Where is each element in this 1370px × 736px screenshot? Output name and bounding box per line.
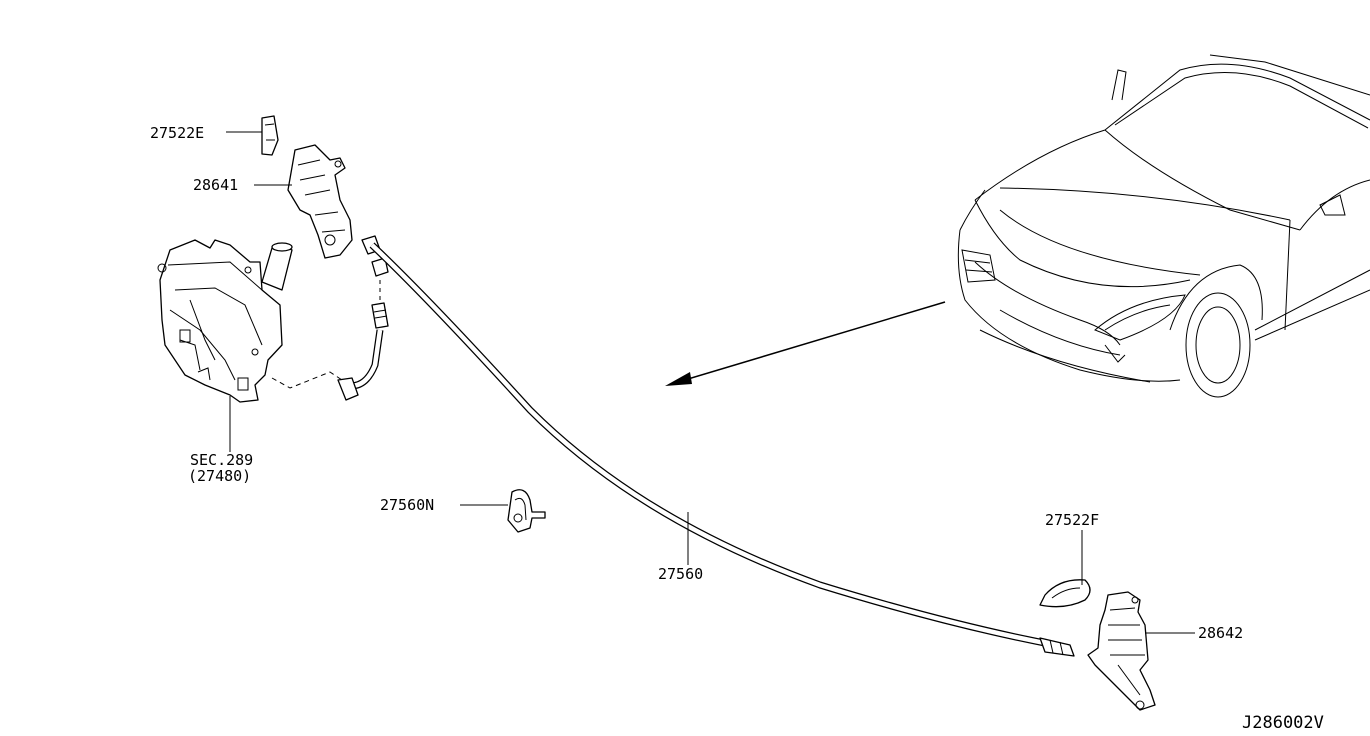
- clip-right-part: [1039, 579, 1091, 608]
- label-27560n: 27560N: [380, 496, 434, 514]
- washer-reservoir: [157, 239, 293, 403]
- nozzle-right-part: [1087, 591, 1156, 711]
- direction-arrow: [665, 301, 946, 386]
- clip-left-part: [261, 115, 279, 156]
- elbow-hose: [337, 302, 389, 401]
- label-27480: (27480): [188, 467, 251, 485]
- label-28641: 28641: [193, 176, 238, 194]
- diagram-code: J286002V: [1242, 713, 1324, 733]
- label-27522e: 27522E: [150, 124, 204, 142]
- hose-clip-part: [507, 489, 546, 533]
- car-illustration: [957, 54, 1370, 398]
- nozzle-left-part: [287, 144, 353, 259]
- label-27560: 27560: [658, 565, 703, 583]
- leader-lines: [226, 131, 1195, 634]
- label-28642: 28642: [1198, 624, 1243, 642]
- washer-hose-long: [369, 242, 1075, 657]
- dashed-connection-reservoir: [271, 371, 346, 389]
- label-27522f: 27522F: [1045, 511, 1099, 529]
- label-sec-289: SEC.289: [190, 451, 253, 469]
